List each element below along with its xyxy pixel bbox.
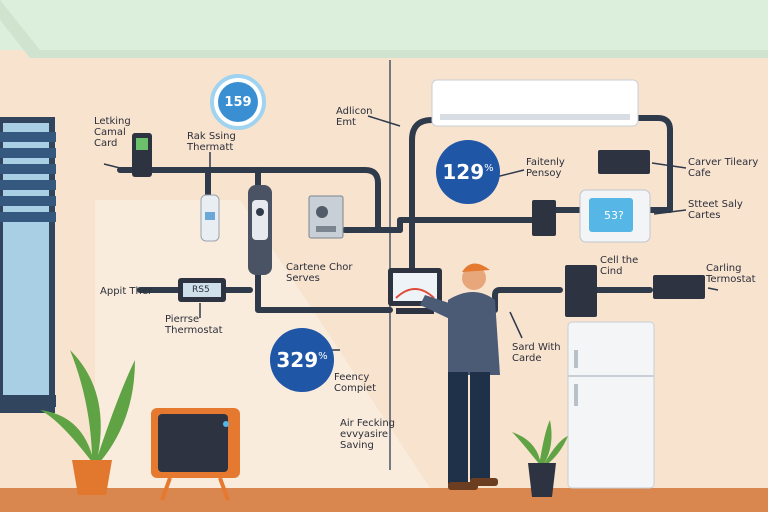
appit-display: RS5 [192,285,210,295]
label-addicon-emt: Adlicon Emt [336,106,373,128]
label-sard-with-carde: Sard With Carde [512,342,561,364]
plant-icon [40,350,135,495]
thermostat-icon [178,278,226,302]
label-appit-ther: Appit Ther [100,286,153,297]
tv-icon [151,408,240,501]
label-air-fecking-saving: Air Fecking evvyasire Saving [340,418,396,451]
pipe-network [117,115,673,313]
badge-bottom-suffix: % [318,350,328,362]
label-street-saly-cartes: Stteet Saly Cartes [688,199,743,221]
thermostat-right-display: 53? [604,209,624,222]
label-cartene-chor-serves: Cartene Chor Serves [286,262,353,284]
ceiling [0,0,768,50]
chor-unit-device [308,195,344,239]
control-panel-icon [532,150,705,317]
badge-top-left-value: 159 [224,94,252,110]
floor [0,488,768,512]
badge-center-value: 129 [442,160,485,184]
technician-figure [420,263,500,490]
pressure-cylinder-device [248,185,272,275]
digital-thermostat [579,189,651,243]
label-carver-tileary-cafe: Carver Tileary Cafe [688,157,759,179]
badge-top-left: 159 [210,74,266,130]
ceiling-edge [0,0,768,58]
label-fahrenly-pensoy: Faitenly Pensoy [526,157,565,179]
badge-center-suffix: % [484,162,494,174]
air-conditioner-icon [431,79,639,127]
badge-center: 129 % [436,140,500,204]
label-rak-sing-thermostat: Rak Ssing Thermatt [187,131,236,153]
badge-bottom: 329 % [270,328,334,392]
label-cell-the-cind: Cell the Cind [600,255,639,277]
label-pressure-thermostat: Pierrse Thermostat [165,314,223,336]
control-card-device [132,133,152,177]
label-carling-termostat: Carling Termostat [706,263,756,285]
label-leaking-control-card: Letking Camal Card [94,116,131,149]
label-feency-compiet: Feency Compiet [334,372,377,394]
window-blinds-icon [0,117,56,413]
badge-bottom-value: 329 [276,348,319,372]
sensor-icon [200,194,220,242]
small-plant-icon [512,420,568,497]
refrigerator-icon [567,321,655,489]
